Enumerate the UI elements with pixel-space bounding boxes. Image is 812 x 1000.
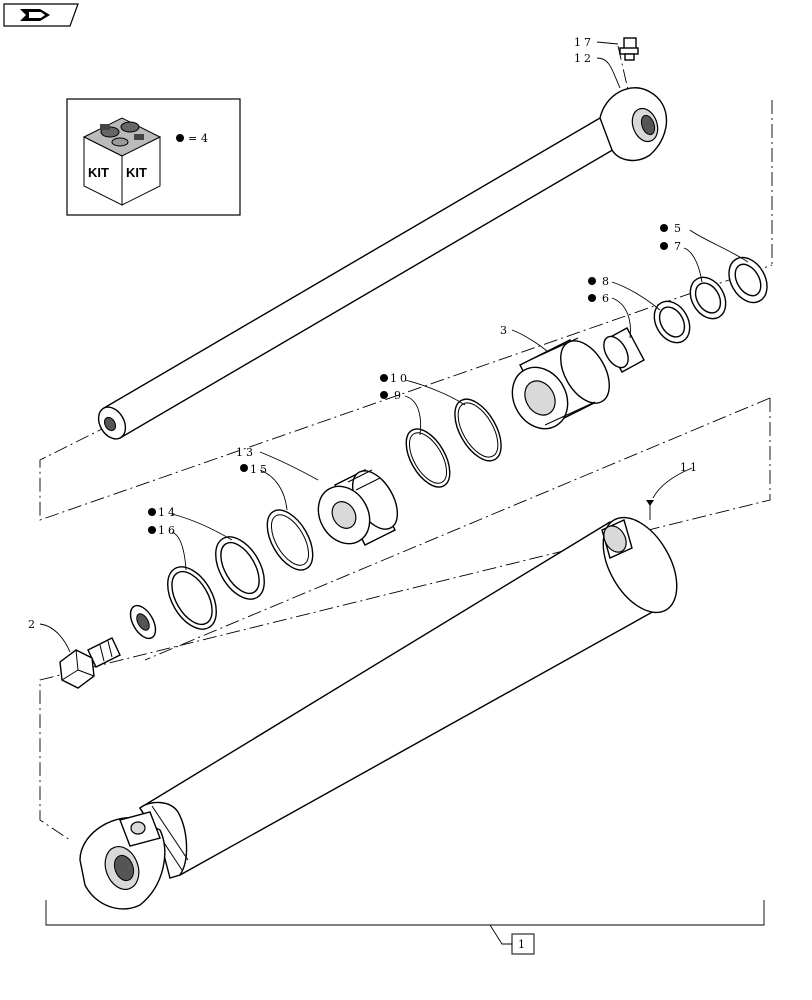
- callout-14: 14: [158, 506, 178, 519]
- piston-part-13: [317, 469, 399, 546]
- cylinder-barrel-part-11: [79, 500, 678, 910]
- callout-15: 15: [250, 463, 270, 476]
- bullet-icon: [588, 277, 596, 285]
- callout-6: 6: [602, 292, 612, 305]
- kit-legend-box: KIT KIT = 4: [66, 98, 241, 216]
- callout-2: 2: [28, 618, 38, 631]
- kit-legend-equals: =: [188, 132, 200, 145]
- bullet-icon: [660, 224, 668, 232]
- kit-label-left: KIT: [88, 165, 109, 180]
- bolt-part-2: [59, 637, 121, 689]
- callout-labels: 17 12 5 7 8 6 3 10 9 13 15 11 14 16 2: [28, 36, 700, 631]
- callout-leaders: [39, 41, 749, 653]
- callout-17: 17: [574, 36, 594, 49]
- callout-3: 3: [500, 324, 510, 337]
- bullet-icon: [588, 294, 596, 302]
- seal-part-5: [728, 256, 768, 304]
- kit-bullet-icon: [176, 134, 184, 142]
- kit-legend-ref: 4: [201, 132, 211, 145]
- ring-part-16: [167, 566, 217, 630]
- callout-5: 5: [674, 222, 684, 235]
- callout-7: 7: [674, 240, 684, 253]
- kit-bullets: [148, 224, 668, 534]
- arrow-marker-icon: [646, 500, 654, 506]
- seal-part-8: [653, 300, 691, 344]
- bullet-icon: [148, 526, 156, 534]
- callout-12: 12: [574, 52, 594, 65]
- bushing-part-6: [603, 327, 645, 373]
- bullet-icon: [148, 508, 156, 516]
- callout-11: 11: [680, 461, 700, 474]
- nav-arrow-tab[interactable]: [3, 3, 79, 27]
- ring-part-14: [215, 536, 265, 600]
- bullet-icon: [380, 391, 388, 399]
- kit-box-icon: KIT KIT: [82, 117, 162, 206]
- assembly-bracket: 1: [45, 900, 765, 955]
- callout-16: 16: [158, 524, 178, 537]
- callout-10: 10: [390, 372, 410, 385]
- ring-part-15: [266, 509, 314, 571]
- seal-part-7: [689, 276, 727, 320]
- gland-part-3: [511, 337, 610, 430]
- assembly-ref-label: 1: [518, 938, 528, 951]
- washer: [129, 604, 157, 640]
- piston-rod: [97, 87, 668, 440]
- o-ring-part-10: [454, 398, 502, 462]
- kit-label-right: KIT: [126, 165, 147, 180]
- callout-9: 9: [394, 389, 404, 402]
- o-ring-part-9: [405, 428, 451, 488]
- arrow-icon: [20, 9, 50, 21]
- callout-13: 13: [236, 446, 256, 459]
- bullet-icon: [240, 464, 248, 472]
- bullet-icon: [380, 374, 388, 382]
- grease-fitting: [619, 37, 639, 61]
- callout-8: 8: [602, 275, 612, 288]
- bullet-icon: [660, 242, 668, 250]
